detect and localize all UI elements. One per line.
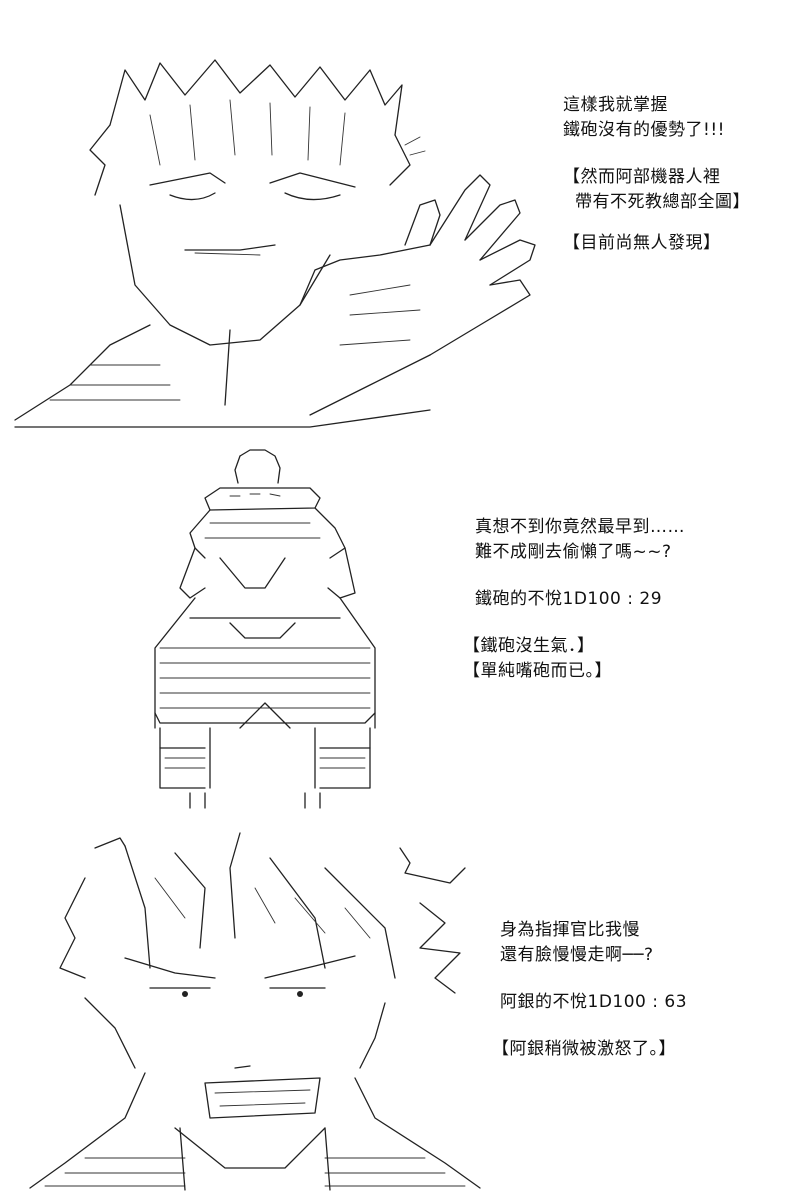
panel-3: 身為指揮官比我慢 還有臉慢慢走啊──? 阿銀的不悅1D100 : 63 【阿銀稍… [0,810,800,1200]
panel-1-caption: 這樣我就掌握 鐵砲沒有的優勢了!!! 【然而阿部機器人裡 帶有不死教總部全圖】 … [563,93,750,256]
caption-line: 難不成剛去偷懶了嗎~~? [475,542,672,562]
caption-line: 帶有不死教總部全圖】 [575,192,750,212]
caption-line: 身為指揮官比我慢 [500,920,640,940]
ascii-art-standing-robot-figure [150,448,380,810]
panel-2-caption: 真想不到你竟然最早到…… 難不成剛去偷懶了嗎~~? 鐵砲的不悅1D100 : 2… [463,515,685,684]
caption-line: 真想不到你竟然最早到…… [475,517,685,537]
panel-1: 這樣我就掌握 鐵砲沒有的優勢了!!! 【然而阿部機器人裡 帶有不死教總部全圖】 … [0,0,800,440]
caption-line: 這樣我就掌握 [563,95,668,115]
caption-line: 【鐵砲沒生氣．】 [463,636,595,656]
panel-3-caption: 身為指揮官比我慢 還有臉慢慢走啊──? 阿銀的不悅1D100 : 63 【阿銀稍… [492,918,688,1062]
caption-line: 【單純嘴砲而已。】 [463,661,612,681]
caption-line: 鐵砲沒有的優勢了!!! [563,120,725,140]
ascii-art-grinning-character-with-raised-hand [10,55,550,435]
panel-2: 真想不到你竟然最早到…… 難不成剛去偷懶了嗎~~? 鐵砲的不悅1D100 : 2… [0,440,800,810]
caption-line: 鐵砲的不悅1D100 : 29 [475,589,663,609]
caption-line: 還有臉慢慢走啊──? [500,945,654,965]
caption-line: 【然而阿部機器人裡 [563,167,721,187]
ascii-art-annoyed-character [25,828,485,1193]
caption-line: 阿銀的不悅1D100 : 63 [500,992,688,1012]
caption-line: 【目前尚無人發現】 [563,233,721,253]
caption-line: 【阿銀稍微被激怒了。】 [492,1039,676,1059]
